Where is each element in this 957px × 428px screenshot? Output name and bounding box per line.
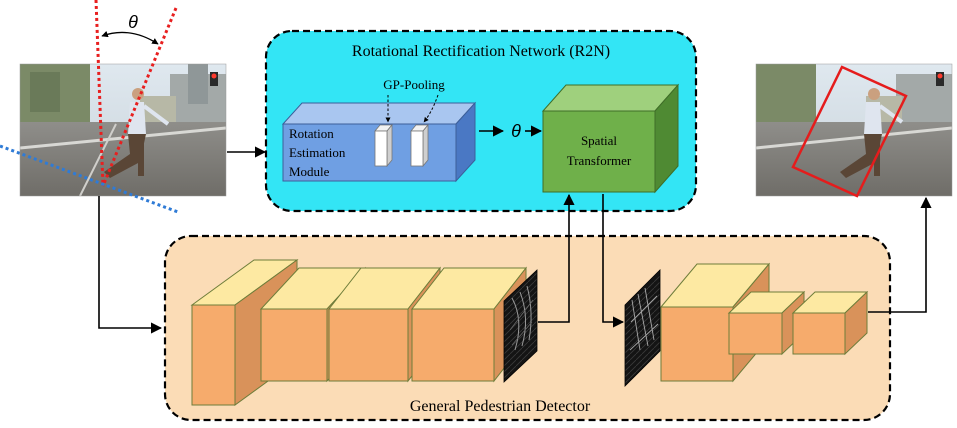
gp-pooling-label: GP-Pooling bbox=[383, 77, 445, 92]
spatial-transformer-label-line2: Transformer bbox=[567, 153, 632, 168]
features-to-transformer-arrow bbox=[538, 193, 575, 323]
detector-title: General Pedestrian Detector bbox=[410, 398, 591, 415]
output-image bbox=[755, 63, 953, 198]
input-photo bbox=[20, 64, 226, 196]
rotation-estimation-module: Rotation Estimation Module GP-Pooling bbox=[281, 77, 477, 183]
connectors bbox=[98, 146, 932, 334]
rotation-module-label-line2: Estimation bbox=[289, 145, 346, 160]
theta-symbol: θ bbox=[511, 121, 521, 141]
spatial-transformer-label-line1: Spatial bbox=[581, 133, 617, 148]
detector-to-output-arrow bbox=[868, 196, 932, 313]
gp-pooling-slab-1 bbox=[374, 123, 393, 168]
r2n-title: Rotational Rectification Network (R2N) bbox=[352, 43, 610, 60]
rotation-module-label-line3: Module bbox=[289, 164, 330, 179]
feature-map-after-transformer bbox=[624, 269, 661, 387]
gp-pooling-slab-2 bbox=[410, 123, 429, 168]
ground-line bbox=[0, 144, 179, 214]
rotation-angle-illustration: θ bbox=[0, 0, 179, 214]
gp-pooling-pointer-2 bbox=[423, 94, 439, 123]
pedestrian-axis-line bbox=[101, 7, 178, 187]
input-image bbox=[19, 63, 227, 197]
rotated-bounding-box bbox=[791, 65, 908, 198]
input-to-detector-arrow bbox=[98, 196, 163, 334]
rotation-module-label-line1: Rotation bbox=[289, 126, 334, 141]
feature-map-before-r2n bbox=[503, 269, 538, 383]
detector-layer-7 bbox=[791, 290, 869, 356]
spatial-transformer: Spatial Transformer bbox=[541, 83, 680, 194]
vertical-reference-line bbox=[94, 0, 105, 187]
input-theta-symbol: θ bbox=[128, 12, 138, 32]
transformer-to-features-arrow bbox=[602, 194, 625, 328]
output-photo bbox=[756, 64, 952, 196]
angle-arc bbox=[101, 30, 159, 45]
